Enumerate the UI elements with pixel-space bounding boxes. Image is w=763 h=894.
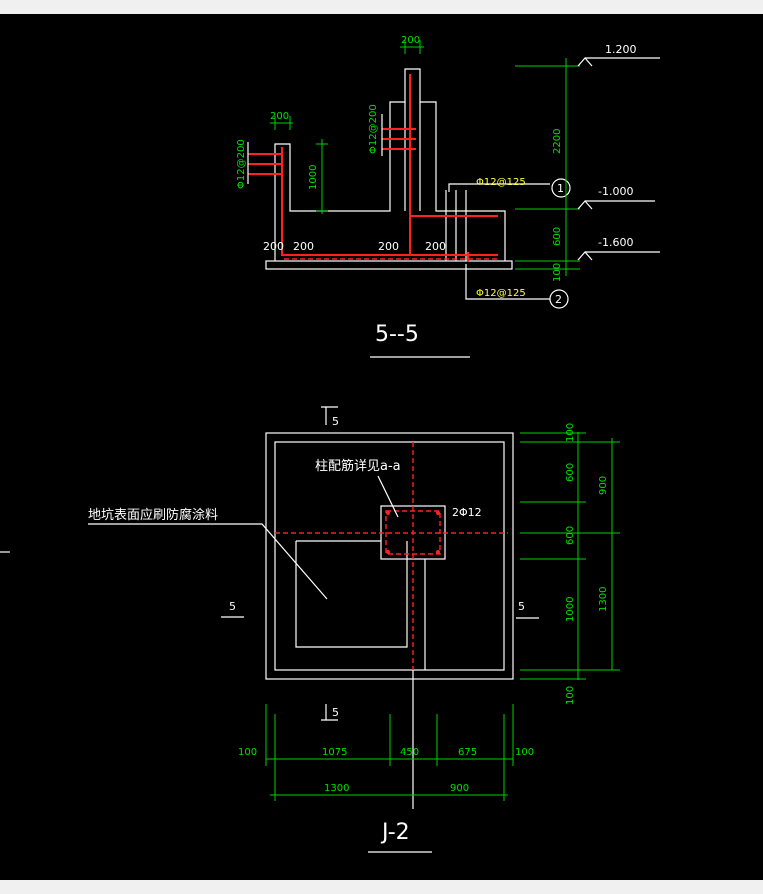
rebar-label-right: Φ12@200 bbox=[368, 104, 379, 154]
dim-bottom-900: 900 bbox=[450, 783, 469, 794]
dim-total-height: 2200 bbox=[552, 129, 563, 154]
rebar-callout-label-1: Φ12@125 bbox=[476, 177, 526, 188]
dim-bottom-450: 450 bbox=[400, 747, 419, 758]
section-title: 5--5 bbox=[375, 322, 419, 347]
dim-bottom-1300: 1300 bbox=[324, 783, 349, 794]
section-mark-left: 5 bbox=[229, 600, 236, 613]
elevation-bottom: -1.600 bbox=[598, 236, 633, 249]
dim-left-width: 200 bbox=[270, 111, 289, 122]
note-column-ref: 柱配筋详见a-a bbox=[315, 458, 401, 474]
elevation-marker bbox=[577, 57, 593, 67]
dim-right-1300: 1300 bbox=[598, 587, 609, 612]
dim-right-d3: 600 bbox=[565, 526, 576, 545]
plan-title: J-2 bbox=[380, 820, 410, 845]
cad-drawing: Φ12@200 Φ12@200 200 200 1000 200 200 200… bbox=[0, 35, 660, 853]
note-anticorrosion: 地坑表面应刷防腐涂料 bbox=[88, 507, 218, 523]
callout-number-1: 1 bbox=[557, 182, 564, 195]
dim-bottom-1: 200 bbox=[263, 240, 284, 253]
cad-drawing-canvas: Φ12@200 Φ12@200 200 200 1000 200 200 200… bbox=[0, 14, 763, 880]
base-slab bbox=[265, 260, 513, 270]
rebar-left bbox=[281, 147, 498, 256]
dim-bottom-100-left: 100 bbox=[238, 747, 257, 758]
dim-bottom-675: 675 bbox=[458, 747, 477, 758]
section-mark-top: 5 bbox=[332, 415, 339, 428]
callout-circle-2 bbox=[549, 289, 569, 309]
section-mark-bottom: 5 bbox=[332, 706, 339, 719]
plan-j-2: 地坑表面应刷防腐涂料 柱配筋详见a-a 2Φ12 5 5 5 5 100 600… bbox=[0, 406, 620, 853]
dim-right-d1: 100 bbox=[565, 423, 576, 442]
elevation-top: 1.200 bbox=[605, 43, 637, 56]
rebar-dot bbox=[386, 550, 390, 554]
elevation-marker bbox=[577, 200, 593, 210]
rebar-dot bbox=[386, 511, 390, 515]
dim-bottom-4: 200 bbox=[425, 240, 446, 253]
rebar-callout-label-2: Φ12@125 bbox=[476, 288, 526, 299]
rebar-dot bbox=[436, 511, 440, 515]
elevation-marker bbox=[577, 251, 593, 261]
dim-bottom-1075: 1075 bbox=[322, 747, 347, 758]
rebar-label-left: Φ12@200 bbox=[236, 139, 247, 189]
section-5-5: Φ12@200 Φ12@200 200 200 1000 200 200 200… bbox=[236, 35, 660, 358]
dim-base-600: 600 bbox=[552, 227, 563, 246]
rebar-label: 2Φ12 bbox=[452, 506, 482, 519]
column-ref-leader bbox=[377, 475, 399, 518]
elevation-mid: -1.000 bbox=[598, 185, 633, 198]
pit-outer bbox=[265, 432, 514, 680]
dim-bottom-100-right: 100 bbox=[515, 747, 534, 758]
section-mark-right: 5 bbox=[518, 600, 525, 613]
dim-right-d4: 1000 bbox=[565, 597, 576, 622]
rebar-dot bbox=[436, 550, 440, 554]
dim-bottom-2: 200 bbox=[293, 240, 314, 253]
wall-outline bbox=[274, 68, 506, 261]
dim-mid-height: 1000 bbox=[308, 165, 319, 190]
dim-right-900: 900 bbox=[598, 476, 609, 495]
callout-circle-1 bbox=[551, 178, 571, 198]
callout-number-2: 2 bbox=[555, 293, 562, 306]
dim-right-width: 200 bbox=[401, 35, 420, 46]
dim-base-100: 100 bbox=[552, 263, 563, 282]
pit-inner bbox=[274, 441, 505, 671]
note-leader bbox=[88, 523, 328, 600]
dim-right-d5: 100 bbox=[565, 686, 576, 705]
dim-right-d2: 600 bbox=[565, 463, 576, 482]
dim-bottom-3: 200 bbox=[378, 240, 399, 253]
callout-leader-2 bbox=[465, 264, 550, 300]
callout-leader-1 bbox=[448, 183, 550, 192]
recess-outline bbox=[295, 541, 408, 648]
